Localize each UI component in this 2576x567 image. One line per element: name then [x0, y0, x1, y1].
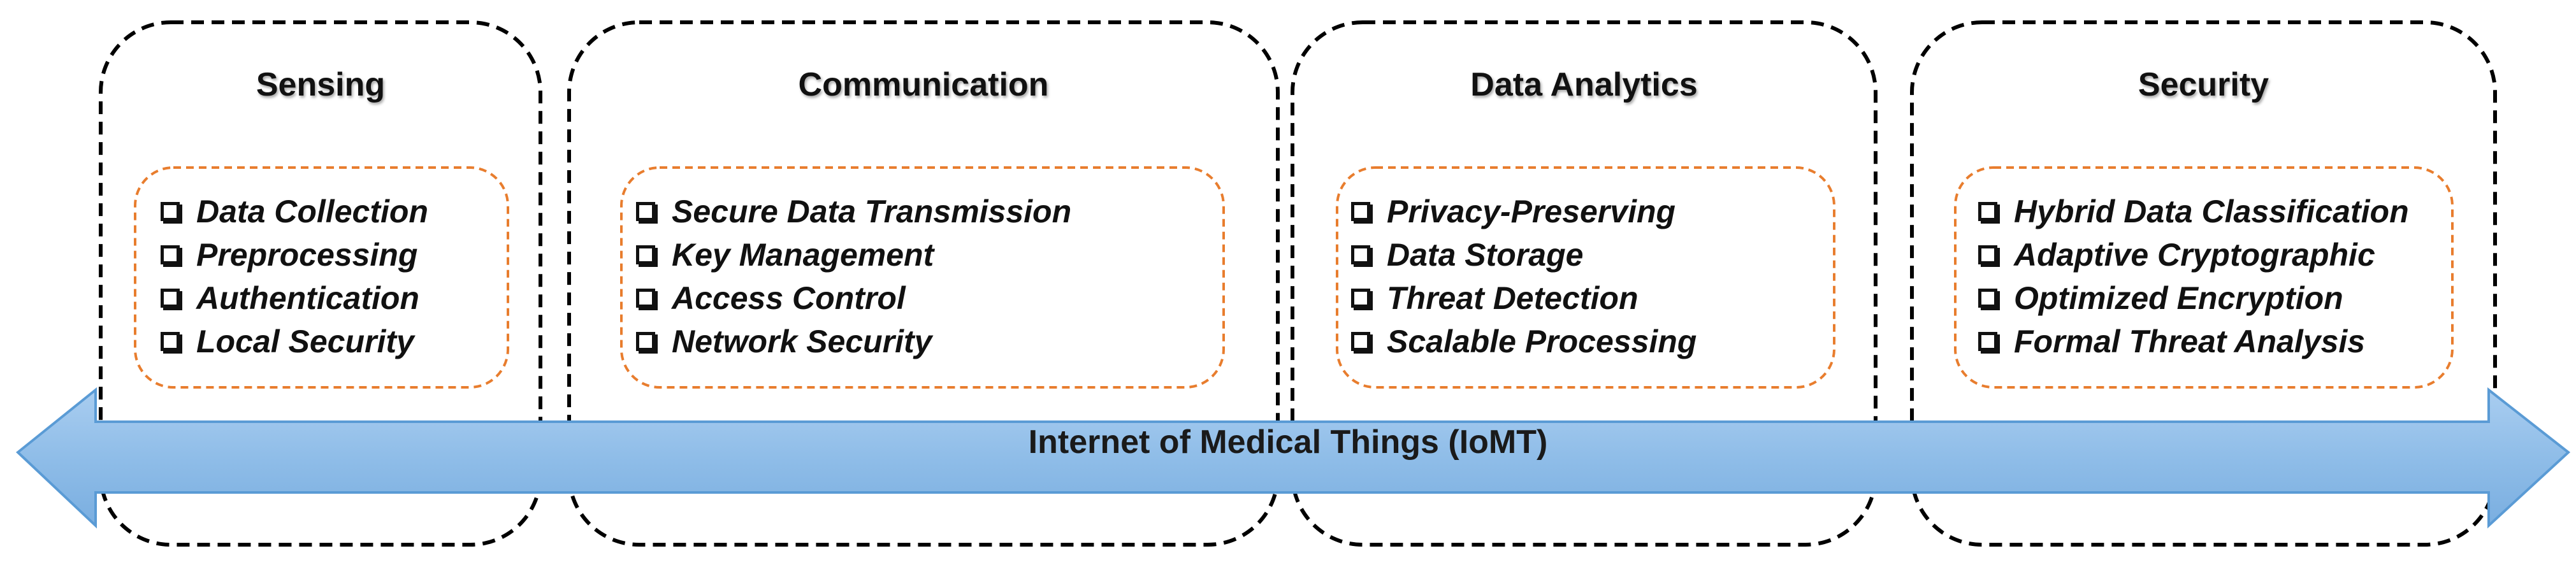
checkbox-icon — [1978, 332, 1997, 351]
checkbox-icon — [1978, 245, 1997, 264]
item-label: Adaptive Cryptographic — [2014, 237, 2375, 273]
group-title: Data Analytics — [1470, 66, 1698, 103]
data-analytics-inner-box — [1336, 166, 1835, 389]
group-title: Sensing — [256, 66, 386, 103]
list-item: Secure Data Transmission — [636, 190, 1071, 233]
checkbox-icon — [161, 245, 180, 264]
item-label: Preprocessing — [196, 237, 418, 273]
item-label: Data Storage — [1387, 237, 1584, 273]
banner-label: Internet of Medical Things (IoMT) — [1028, 424, 1548, 461]
list-item: Network Security — [636, 320, 1071, 363]
group-data-analytics: Data Analytics — [1292, 22, 1876, 545]
item-label: Authentication — [196, 280, 419, 316]
list-item: Preprocessing — [161, 233, 428, 276]
list-item: Threat Detection — [1351, 276, 1697, 320]
item-label: Scalable Processing — [1387, 324, 1697, 359]
checkbox-icon — [636, 202, 655, 221]
list-item: Data Storage — [1351, 233, 1697, 276]
item-label: Optimized Encryption — [2014, 280, 2343, 316]
item-label: Threat Detection — [1387, 280, 1639, 316]
group-sensing: Sensing — [101, 22, 540, 545]
checkbox-icon — [636, 289, 655, 308]
checkbox-icon — [1351, 289, 1370, 308]
item-label: Formal Threat Analysis — [2014, 324, 2366, 359]
communication-inner-box — [620, 166, 1225, 389]
checkbox-icon — [1351, 332, 1370, 351]
checkbox-icon — [1351, 202, 1370, 221]
checkbox-icon — [636, 245, 655, 264]
item-label: Access Control — [672, 280, 906, 316]
sensing-outer-box — [99, 20, 542, 547]
security-outer-box — [1910, 20, 2497, 547]
checkbox-icon — [1978, 289, 1997, 308]
item-label: Data Collection — [196, 194, 428, 229]
checkbox-icon — [1978, 202, 1997, 221]
data-analytics-outer-box — [1291, 20, 1878, 547]
checkbox-icon — [161, 289, 180, 308]
list-item: Key Management — [636, 233, 1071, 276]
item-label: Network Security — [672, 324, 932, 359]
sensing-inner-box — [134, 166, 509, 389]
communication-outer-box — [567, 20, 1280, 547]
group-communication: Communication — [569, 22, 1278, 545]
item-label: Key Management — [672, 237, 934, 273]
checkbox-icon — [161, 202, 180, 221]
security-inner-box — [1954, 166, 2454, 389]
sensing-item-list: Data Collection Preprocessing Authentica… — [161, 190, 428, 363]
list-item: Optimized Encryption — [1978, 276, 2409, 320]
group-title: Communication — [798, 66, 1049, 103]
item-label: Hybrid Data Classification — [2014, 194, 2409, 229]
list-item: Adaptive Cryptographic — [1978, 233, 2409, 276]
item-label: Local Security — [196, 324, 414, 359]
checkbox-icon — [1351, 245, 1370, 264]
group-title: Security — [2138, 66, 2269, 103]
list-item: Formal Threat Analysis — [1978, 320, 2409, 363]
item-label: Privacy-Preserving — [1387, 194, 1676, 229]
list-item: Scalable Processing — [1351, 320, 1697, 363]
list-item: Access Control — [636, 276, 1071, 320]
list-item: Local Security — [161, 320, 428, 363]
iomt-arrow-banner — [15, 387, 2571, 529]
checkbox-icon — [636, 332, 655, 351]
communication-item-list: Secure Data Transmission Key Management … — [636, 190, 1071, 363]
list-item: Data Collection — [161, 190, 428, 233]
data-analytics-item-list: Privacy-Preserving Data Storage Threat D… — [1351, 190, 1697, 363]
group-security: Security — [1912, 22, 2495, 545]
list-item: Privacy-Preserving — [1351, 190, 1697, 233]
checkbox-icon — [161, 332, 180, 351]
list-item: Authentication — [161, 276, 428, 320]
security-item-list: Hybrid Data Classification Adaptive Cryp… — [1978, 190, 2409, 363]
item-label: Secure Data Transmission — [672, 194, 1072, 229]
list-item: Hybrid Data Classification — [1978, 190, 2409, 233]
